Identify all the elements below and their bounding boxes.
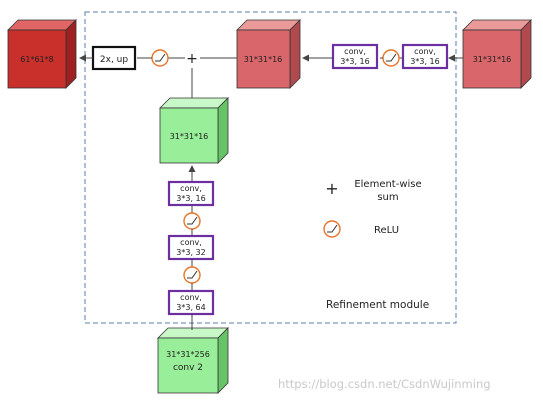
svg-text:2x, up: 2x, up	[100, 55, 128, 65]
legend-sum-line2: sum	[377, 192, 398, 203]
upsample-box: 2x, up	[91, 45, 137, 71]
output-cube-label: 61*61*8	[20, 55, 53, 64]
green-bottom-cube-label1: 31*31*256	[166, 350, 210, 359]
relu-icon-vert-2	[183, 266, 201, 284]
legend-plus-icon: +	[325, 179, 338, 198]
legend-relu-label: ReLU	[374, 225, 399, 236]
relu-icon-top	[151, 49, 169, 67]
legend: + Element-wise sum ReLU	[323, 179, 422, 238]
green-mid-cube: 31*31*16	[159, 97, 229, 164]
center-cube: 31*31*16	[236, 19, 301, 89]
svg-text:3*3, 16: 3*3, 16	[340, 57, 369, 66]
right-cube: 31*31*16	[462, 19, 532, 89]
relu-icon-vert-1	[183, 212, 201, 230]
refinement-module-border	[84, 11, 457, 324]
watermark: https://blog.csdn.net/CsdnWujinming	[278, 377, 491, 391]
vertical-conv-top: conv, 3*3, 16	[167, 180, 215, 207]
svg-text:conv,: conv,	[180, 293, 202, 302]
center-cube-label: 31*31*16	[244, 55, 283, 64]
right-cube-label: 31*31*16	[473, 55, 512, 64]
legend-relu-icon	[323, 220, 341, 238]
plus-symbol: +	[186, 51, 198, 67]
green-bottom-cube: 31*31*256 conv 2	[157, 327, 229, 394]
relu-icon-right	[382, 49, 400, 67]
module-label: Refinement module	[326, 299, 429, 311]
right-conv-b: conv, 3*3, 16	[401, 43, 449, 70]
vertical-conv-mid: conv, 3*3, 32	[167, 234, 215, 261]
right-conv-a: conv, 3*3, 16	[331, 43, 379, 70]
green-mid-cube-label: 31*31*16	[170, 132, 209, 141]
svg-text:3*3, 16: 3*3, 16	[410, 57, 439, 66]
svg-text:3*3, 16: 3*3, 16	[176, 194, 205, 203]
output-cube: 61*61*8	[7, 19, 77, 89]
svg-text:conv,: conv,	[180, 184, 202, 193]
green-bottom-cube-label2: conv 2	[173, 363, 203, 373]
svg-text:conv,: conv,	[344, 47, 366, 56]
svg-text:3*3, 64: 3*3, 64	[176, 303, 205, 312]
svg-text:conv,: conv,	[180, 238, 202, 247]
svg-text:conv,: conv,	[414, 47, 436, 56]
svg-text:3*3, 32: 3*3, 32	[176, 248, 205, 257]
legend-sum-line1: Element-wise	[354, 179, 421, 190]
vertical-conv-bottom: conv, 3*3, 64	[167, 289, 215, 316]
